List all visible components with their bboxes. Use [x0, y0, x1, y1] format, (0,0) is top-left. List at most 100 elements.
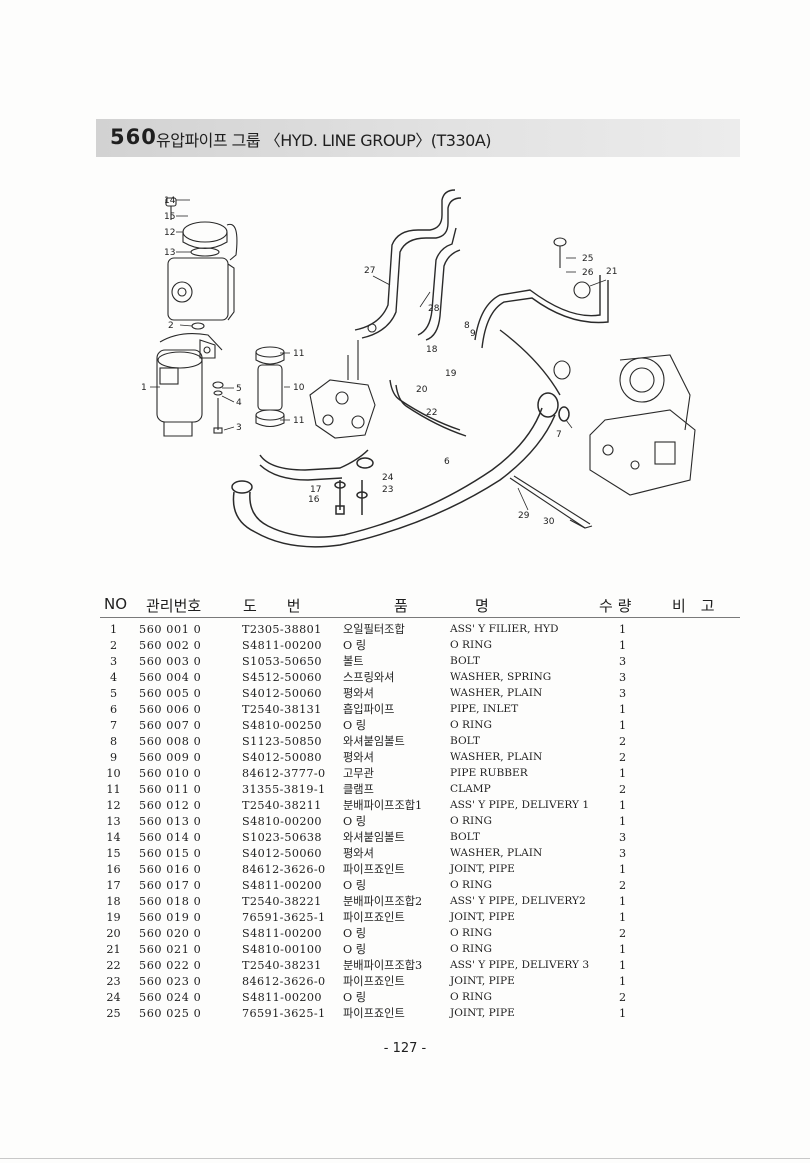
- svg-text:24: 24: [382, 473, 394, 483]
- korean-name: 흡입파이프: [343, 703, 395, 716]
- english-name: BOLT: [450, 655, 480, 667]
- svg-text:15: 15: [164, 212, 175, 222]
- header-item: 품: [394, 597, 408, 615]
- english-name: WASHER, PLAIN: [450, 751, 543, 763]
- management-number: 560 025 0: [139, 1006, 202, 1020]
- drawing-number: 76591-3625-1: [242, 910, 326, 924]
- drawing-number: T2540-38221: [242, 894, 322, 908]
- bottom-divider: [0, 1158, 810, 1159]
- quantity: 1: [619, 718, 627, 732]
- quantity: 1: [619, 798, 627, 812]
- drawing-number: 84612-3626-0: [242, 974, 326, 988]
- svg-text:13: 13: [164, 248, 175, 258]
- quantity: 1: [619, 910, 627, 924]
- quantity: 3: [619, 670, 627, 684]
- management-number: 560 001 0: [139, 622, 202, 636]
- drawing-number: 31355-3819-1: [242, 782, 326, 796]
- svg-text:16: 16: [308, 495, 320, 505]
- drawing-number: S4012-50080: [242, 750, 322, 764]
- row-number: 20: [106, 926, 121, 940]
- drawing-number: S4012-50060: [242, 846, 322, 860]
- korean-name: 분배파이프조합2: [343, 895, 423, 908]
- english-name: JOINT, PIPE: [450, 863, 515, 875]
- svg-text:4: 4: [236, 398, 242, 408]
- row-number: 8: [109, 734, 118, 748]
- english-name: O RING: [450, 879, 492, 891]
- row-number: 12: [106, 798, 121, 812]
- row-number: 23: [106, 974, 121, 988]
- korean-name: 파이프죠인트: [343, 863, 405, 876]
- korean-name: O 링: [343, 719, 367, 732]
- quantity: 1: [619, 702, 627, 716]
- row-number: 1: [109, 622, 118, 636]
- drawing-number: S1023-50638: [242, 830, 322, 844]
- row-number: 4: [109, 670, 118, 684]
- english-name: O RING: [450, 815, 492, 827]
- quantity: 1: [619, 958, 627, 972]
- svg-text:9: 9: [470, 329, 476, 339]
- management-number: 560 005 0: [139, 686, 202, 700]
- row-number: 5: [109, 686, 118, 700]
- management-number: 560 022 0: [139, 958, 202, 972]
- quantity: 2: [619, 990, 627, 1004]
- management-number: 560 019 0: [139, 910, 202, 924]
- english-name: ASS' Y FILIER, HYD: [450, 623, 559, 635]
- english-name: JOINT, PIPE: [450, 975, 515, 987]
- quantity: 2: [619, 782, 627, 796]
- english-name: BOLT: [450, 831, 480, 843]
- delivery-pipes: [354, 189, 609, 437]
- english-name: O RING: [450, 719, 492, 731]
- english-name: ASS' Y PIPE, DELIVERY 3: [450, 959, 590, 971]
- korean-name: 볼트: [343, 655, 364, 668]
- drawing-number: 76591-3625-1: [242, 1006, 326, 1020]
- quantity: 1: [619, 814, 627, 828]
- row-number: 11: [106, 782, 121, 796]
- exploded-parts-diagram: 14 15 12 13 2 1 5 4 3 11 10 11 27 28 8 9…: [141, 189, 696, 548]
- svg-text:29: 29: [518, 511, 530, 521]
- management-number: 560 015 0: [139, 846, 202, 860]
- row-number: 6: [109, 702, 118, 716]
- english-name: O RING: [450, 639, 492, 651]
- quantity: 1: [619, 942, 627, 956]
- page-number: - 127 -: [383, 1041, 427, 1056]
- row-number: 10: [106, 766, 121, 780]
- korean-name: 분배파이프조합3: [343, 959, 423, 972]
- management-number: 560 006 0: [139, 702, 202, 716]
- drawing-number: 84612-3777-0: [242, 766, 326, 780]
- header-name: 명: [475, 597, 489, 615]
- svg-text:17: 17: [310, 485, 321, 495]
- english-name: JOINT, PIPE: [450, 1007, 515, 1019]
- header-divider: [100, 617, 740, 618]
- english-name: PIPE, INLET: [450, 703, 519, 715]
- svg-text:6: 6: [444, 457, 450, 467]
- svg-text:22: 22: [426, 408, 437, 418]
- drawing-number: S1053-50650: [242, 654, 322, 668]
- management-number: 560 012 0: [139, 798, 202, 812]
- korean-name: 평와셔: [343, 847, 374, 860]
- quantity: 3: [619, 654, 627, 668]
- drawing-number: S4811-00200: [242, 878, 322, 892]
- korean-name: O 링: [343, 639, 367, 652]
- row-number: 19: [106, 910, 121, 924]
- title-bar: [96, 119, 740, 157]
- management-number: 560 003 0: [139, 654, 202, 668]
- english-name: WASHER, SPRING: [450, 671, 552, 683]
- drawing-number: S1123-50850: [242, 734, 322, 748]
- korean-name: 고무관: [343, 767, 374, 780]
- dipstick: [509, 475, 593, 529]
- management-number: 560 023 0: [139, 974, 202, 988]
- english-name: BOLT: [450, 735, 480, 747]
- korean-name: O 링: [343, 815, 367, 828]
- svg-text:26: 26: [582, 268, 594, 278]
- management-number: 560 010 0: [139, 766, 202, 780]
- management-number: 560 017 0: [139, 878, 202, 892]
- quantity: 2: [619, 926, 627, 940]
- drawing-number: S4012-50060: [242, 686, 322, 700]
- drawing-number: S4810-00100: [242, 942, 322, 956]
- quantity: 3: [619, 846, 627, 860]
